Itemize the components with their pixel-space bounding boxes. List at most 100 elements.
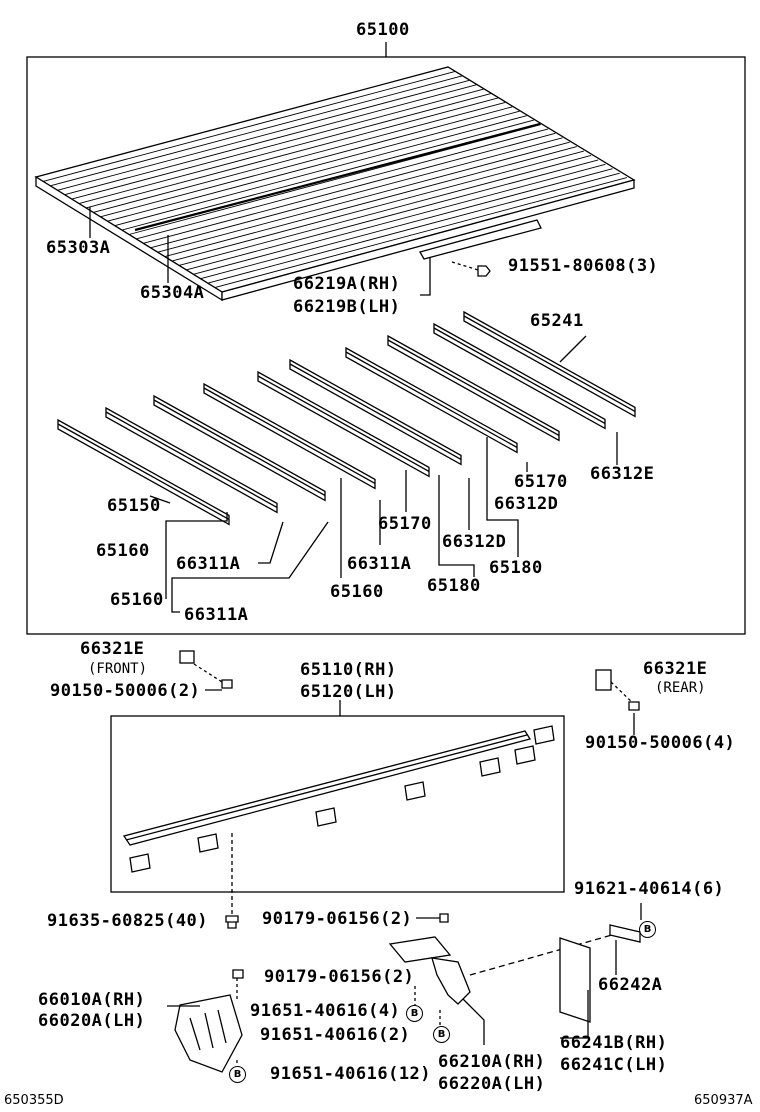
cross-member-edge	[345, 351, 518, 448]
label-91621: 91621-40614(6)	[574, 879, 725, 899]
label-65180-right: 65180	[489, 558, 543, 578]
deck-rib	[157, 141, 570, 253]
callout-b-91651-a: B	[406, 1005, 423, 1022]
label-65160-a: 65160	[96, 541, 150, 561]
cross-member-edge	[153, 399, 326, 496]
deck-rib	[207, 172, 620, 284]
deck-rib	[136, 128, 549, 240]
label-65304A: 65304A	[140, 283, 205, 303]
deck-rib	[150, 137, 563, 249]
deck-rib	[100, 106, 513, 218]
label-91635: 91635-60825(40)	[47, 911, 209, 931]
rail-bracket	[479, 757, 501, 777]
splash-apron	[174, 994, 243, 1073]
label-66220A: 66220A(LH)	[438, 1074, 546, 1094]
callout-b-91651-c: B	[229, 1066, 246, 1083]
rail-bracket	[129, 853, 151, 873]
side-rail	[122, 730, 532, 846]
deck-rib	[107, 110, 520, 222]
mud-guard	[559, 937, 591, 1023]
label-66311A-c: 66311A	[184, 605, 249, 625]
rail-bracket	[514, 745, 536, 765]
label-66311A-a: 66311A	[176, 554, 241, 574]
label-65180-mid: 65180	[427, 576, 481, 596]
deck-rib	[193, 163, 606, 275]
deck-rib	[93, 101, 506, 213]
rail-bracket	[197, 833, 219, 853]
cross-member-edge	[203, 387, 376, 484]
screw-front	[221, 679, 233, 689]
label-90150-rear: 90150-50006(4)	[585, 733, 736, 753]
cross-member-edge	[289, 363, 462, 460]
hinge-plate	[388, 936, 452, 963]
deck-rib	[171, 150, 585, 262]
label-91651-c: 91651-40616(12)	[270, 1064, 432, 1084]
leader-65241	[559, 335, 587, 363]
label-66210A: 66210A(RH)	[438, 1052, 546, 1072]
label-65100: 65100	[356, 20, 410, 40]
side-rail-frame	[110, 715, 565, 893]
label-90150-front: 90150-50006(2)	[50, 681, 201, 701]
stopper-rear	[595, 669, 612, 691]
figure-code-left: 650355D	[4, 1093, 64, 1108]
rail-bracket	[404, 781, 426, 801]
label-66242A: 66242A	[598, 975, 663, 995]
deck-rib	[143, 132, 556, 244]
label-65150: 65150	[107, 496, 161, 516]
label-front: (FRONT)	[88, 661, 148, 677]
figure-code-right: 650937A	[694, 1093, 753, 1108]
label-66010A: 66010A(RH)	[38, 990, 146, 1010]
deck-rib	[85, 97, 499, 209]
label-66312E: 66312E	[590, 464, 655, 484]
label-65170-mid: 65170	[378, 514, 432, 534]
deck-rib	[164, 146, 577, 258]
label-66312D-mid: 66312D	[442, 532, 507, 552]
label-65170-right: 65170	[514, 472, 568, 492]
deck-panel	[34, 66, 636, 302]
deck-rib	[178, 155, 592, 266]
label-66020A: 66020A(LH)	[38, 1011, 146, 1031]
deck-rib	[57, 79, 470, 191]
cross-member-edge	[463, 315, 636, 412]
label-65303A: 65303A	[46, 238, 111, 258]
deck-rib	[78, 93, 492, 204]
deck-rib	[186, 159, 599, 271]
label-66312D-right: 66312D	[494, 494, 559, 514]
cross-member-edge	[387, 339, 560, 436]
label-66321E-rear: 66321E	[643, 659, 708, 679]
label-90179-b: 90179-06156(2)	[264, 967, 415, 987]
deck-rib	[50, 75, 463, 187]
stopper-front	[179, 650, 195, 664]
deck-rib	[114, 115, 527, 227]
label-66219B: 66219B(LH)	[293, 297, 401, 317]
label-65160-b: 65160	[110, 590, 164, 610]
label-90179-a: 90179-06156(2)	[262, 909, 413, 929]
deck-rib	[43, 70, 456, 182]
deck-rib	[64, 84, 477, 196]
cross-member-edge	[57, 423, 230, 520]
cross-member-edge	[433, 327, 606, 424]
rail-bracket	[533, 725, 555, 745]
label-rear: (REAR)	[655, 680, 706, 696]
leader-65160-left	[165, 512, 228, 599]
callout-b-91651-b: B	[433, 1026, 450, 1043]
label-65120: 65120(LH)	[300, 682, 397, 702]
callout-b-91621: B	[639, 921, 656, 938]
deck-rib	[71, 88, 484, 200]
screw-rear	[628, 701, 640, 711]
deck-sub-rail	[419, 219, 542, 260]
label-91651-b: 91651-40616(2)	[260, 1025, 411, 1045]
label-66241B: 66241B(RH)	[560, 1033, 668, 1053]
bolt-91635	[225, 915, 239, 929]
deck-rib	[200, 168, 613, 280]
label-65241: 65241	[530, 311, 584, 331]
deck-rib	[214, 177, 627, 289]
label-66311A-b: 66311A	[347, 554, 412, 574]
label-91651-a: 91651-40616(4)	[250, 1001, 401, 1021]
hinge-bracket	[431, 957, 471, 1005]
leader-66219A	[420, 257, 431, 296]
rail-bracket	[315, 807, 337, 827]
cross-member-edge	[105, 411, 278, 508]
